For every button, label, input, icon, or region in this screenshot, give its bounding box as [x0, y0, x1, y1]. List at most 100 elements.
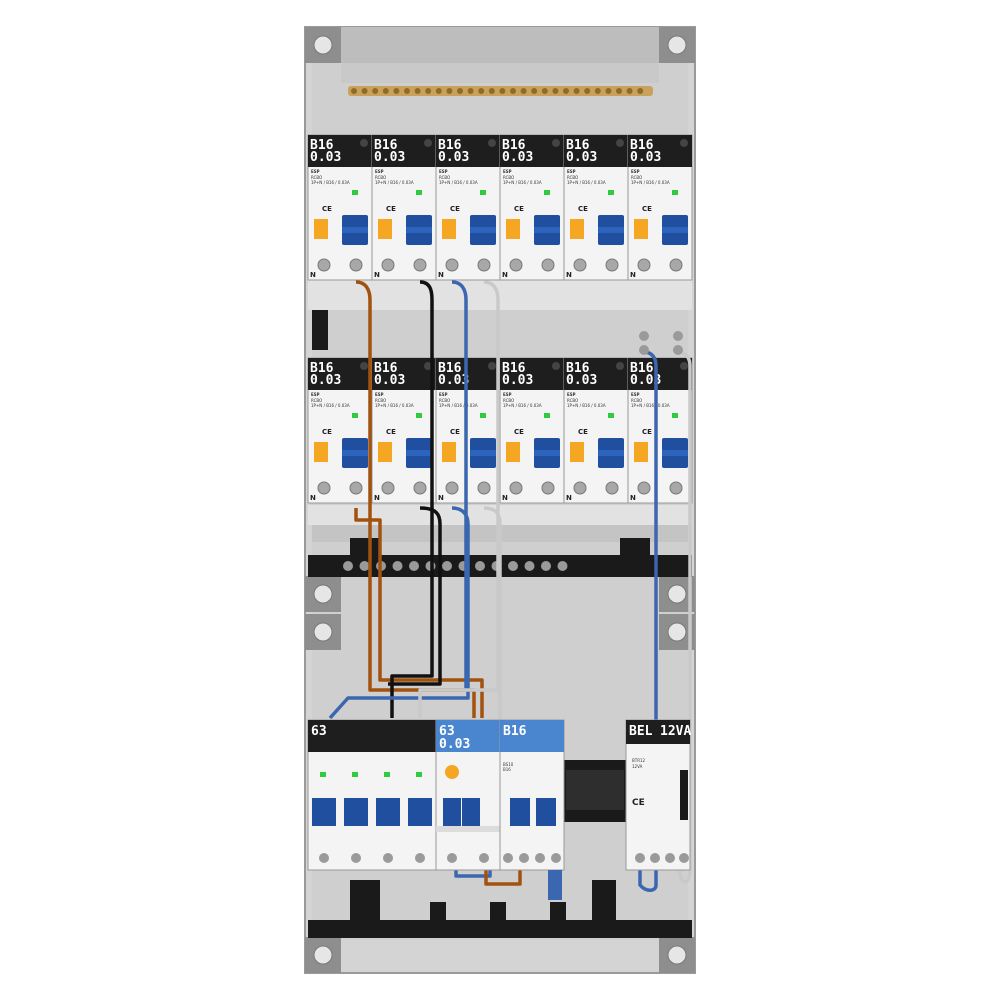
test-button[interactable] [570, 442, 584, 462]
neutral-terminal-mark: N [438, 494, 444, 502]
test-button[interactable] [634, 442, 648, 462]
neutral-screw [524, 561, 535, 571]
breaker-model: RCBO [375, 398, 386, 403]
test-button[interactable] [378, 442, 392, 462]
neutral-terminal-mark: N [630, 494, 636, 502]
wire-blue-bell [638, 350, 658, 892]
ce-mark: CE [578, 428, 588, 436]
breaker-label-1: B16 [630, 138, 654, 153]
rcd-label-1: 63 [439, 724, 455, 739]
breaker-spec: 1P+N / B16 / 0.03A [631, 180, 670, 185]
main-switch-toggle[interactable] [344, 798, 368, 826]
main-switch-toggle[interactable] [376, 798, 400, 826]
bell-label-2: 12VA [660, 724, 691, 739]
breaker-label-2: 0.03 [502, 150, 533, 165]
breaker-brand: ESP [311, 392, 320, 397]
ce-mark: CE [578, 205, 588, 213]
breaker-model: RCBO [631, 175, 642, 180]
wire-brown-bottom [484, 860, 522, 886]
breaker-spec: 1P+N / B16 / 0.03A [567, 180, 606, 185]
breaker-brand: ESP [567, 392, 576, 397]
neutral-screw [557, 561, 568, 571]
test-button[interactable] [442, 219, 456, 239]
wiring [328, 280, 692, 892]
breaker-spec: 1P+N / B16 / 0.03A [631, 403, 670, 408]
breaker-spec: 1P+N / B16 / 0.03A [375, 180, 414, 185]
test-button[interactable] [378, 219, 392, 239]
breaker-brand: ESP [375, 392, 384, 397]
wire-blue-1 [451, 280, 468, 690]
breaker-brand: ESP [439, 169, 448, 174]
breaker-label-1: B16 [502, 361, 526, 376]
ce-mark: CE [514, 428, 524, 436]
ce-mark: CE [386, 428, 396, 436]
test-button[interactable] [506, 442, 520, 462]
wire-grey-bell [677, 350, 692, 884]
neutral-terminal-mark: N [502, 271, 508, 279]
breaker-label-1: B16 [438, 361, 462, 376]
test-button[interactable] [314, 219, 328, 239]
neutral-terminal-mark: N [310, 494, 316, 502]
breaker-label-2: 0.03 [374, 150, 405, 165]
breaker-label-2: 0.03 [310, 150, 341, 165]
test-button[interactable] [442, 442, 456, 462]
test-button[interactable] [570, 219, 584, 239]
breaker-label-1: B16 [630, 361, 654, 376]
breaker-label-1: B16 [374, 138, 398, 153]
breaker-model: RCBO [311, 175, 322, 180]
breaker-label-2: 0.03 [566, 373, 597, 388]
test-button[interactable] [314, 442, 328, 462]
test-button[interactable] [634, 219, 648, 239]
rcd[interactable]: 63 0.03 [435, 719, 501, 871]
breaker-model: RCBO [567, 398, 578, 403]
test-button[interactable] [506, 219, 520, 239]
bell-transformer[interactable]: BEL 12VA BTR12 12VA CE [625, 719, 691, 871]
neutral-terminal-mark: N [630, 271, 636, 279]
breaker-spec: 1P+N / B16 / 0.03A [375, 403, 414, 408]
breaker-label-1: B16 [566, 361, 590, 376]
neutral-terminal-mark: N [566, 494, 572, 502]
breaker-model: RCBO [375, 175, 386, 180]
breaker-label-2: 0.03 [566, 150, 597, 165]
wire-brown-1 [355, 280, 476, 718]
main-switch-toggle[interactable] [408, 798, 432, 826]
ce-mark: CE [642, 205, 652, 213]
breaker-spec: 1P+N / B16 / 0.03A [567, 403, 606, 408]
bell-model: BTR12 [632, 758, 646, 763]
breaker-label-1: B16 [374, 361, 398, 376]
ce-mark: CE [322, 428, 332, 436]
ce-mark: CE [386, 205, 396, 213]
neutral-terminal-mark: N [438, 271, 444, 279]
wire-brown-2 [354, 508, 484, 718]
breaker-label-2: 0.03 [310, 373, 341, 388]
mcb[interactable]: B16 BS10 B16 [499, 719, 565, 900]
breaker-brand: ESP [631, 392, 640, 397]
breaker-label-1: B16 [310, 138, 334, 153]
ce-mark: CE [450, 205, 460, 213]
neutral-terminal-mark: N [374, 494, 380, 502]
wire-grey-1 [418, 280, 500, 718]
breaker-brand: ESP [503, 169, 512, 174]
breaker-model: RCBO [567, 175, 578, 180]
main-switch-toggle[interactable] [312, 798, 336, 826]
breaker-label-1: B16 [502, 138, 526, 153]
bell-ce: CE [632, 798, 645, 808]
breaker-spec: 1P+N / B16 / 0.03A [439, 403, 478, 408]
breaker-label-2: 0.03 [630, 373, 661, 388]
mcb-label-1: B16 [503, 724, 527, 739]
breaker-label-2: 0.03 [630, 150, 661, 165]
ce-mark: CE [322, 205, 332, 213]
main-switch[interactable]: 63 [307, 719, 437, 871]
